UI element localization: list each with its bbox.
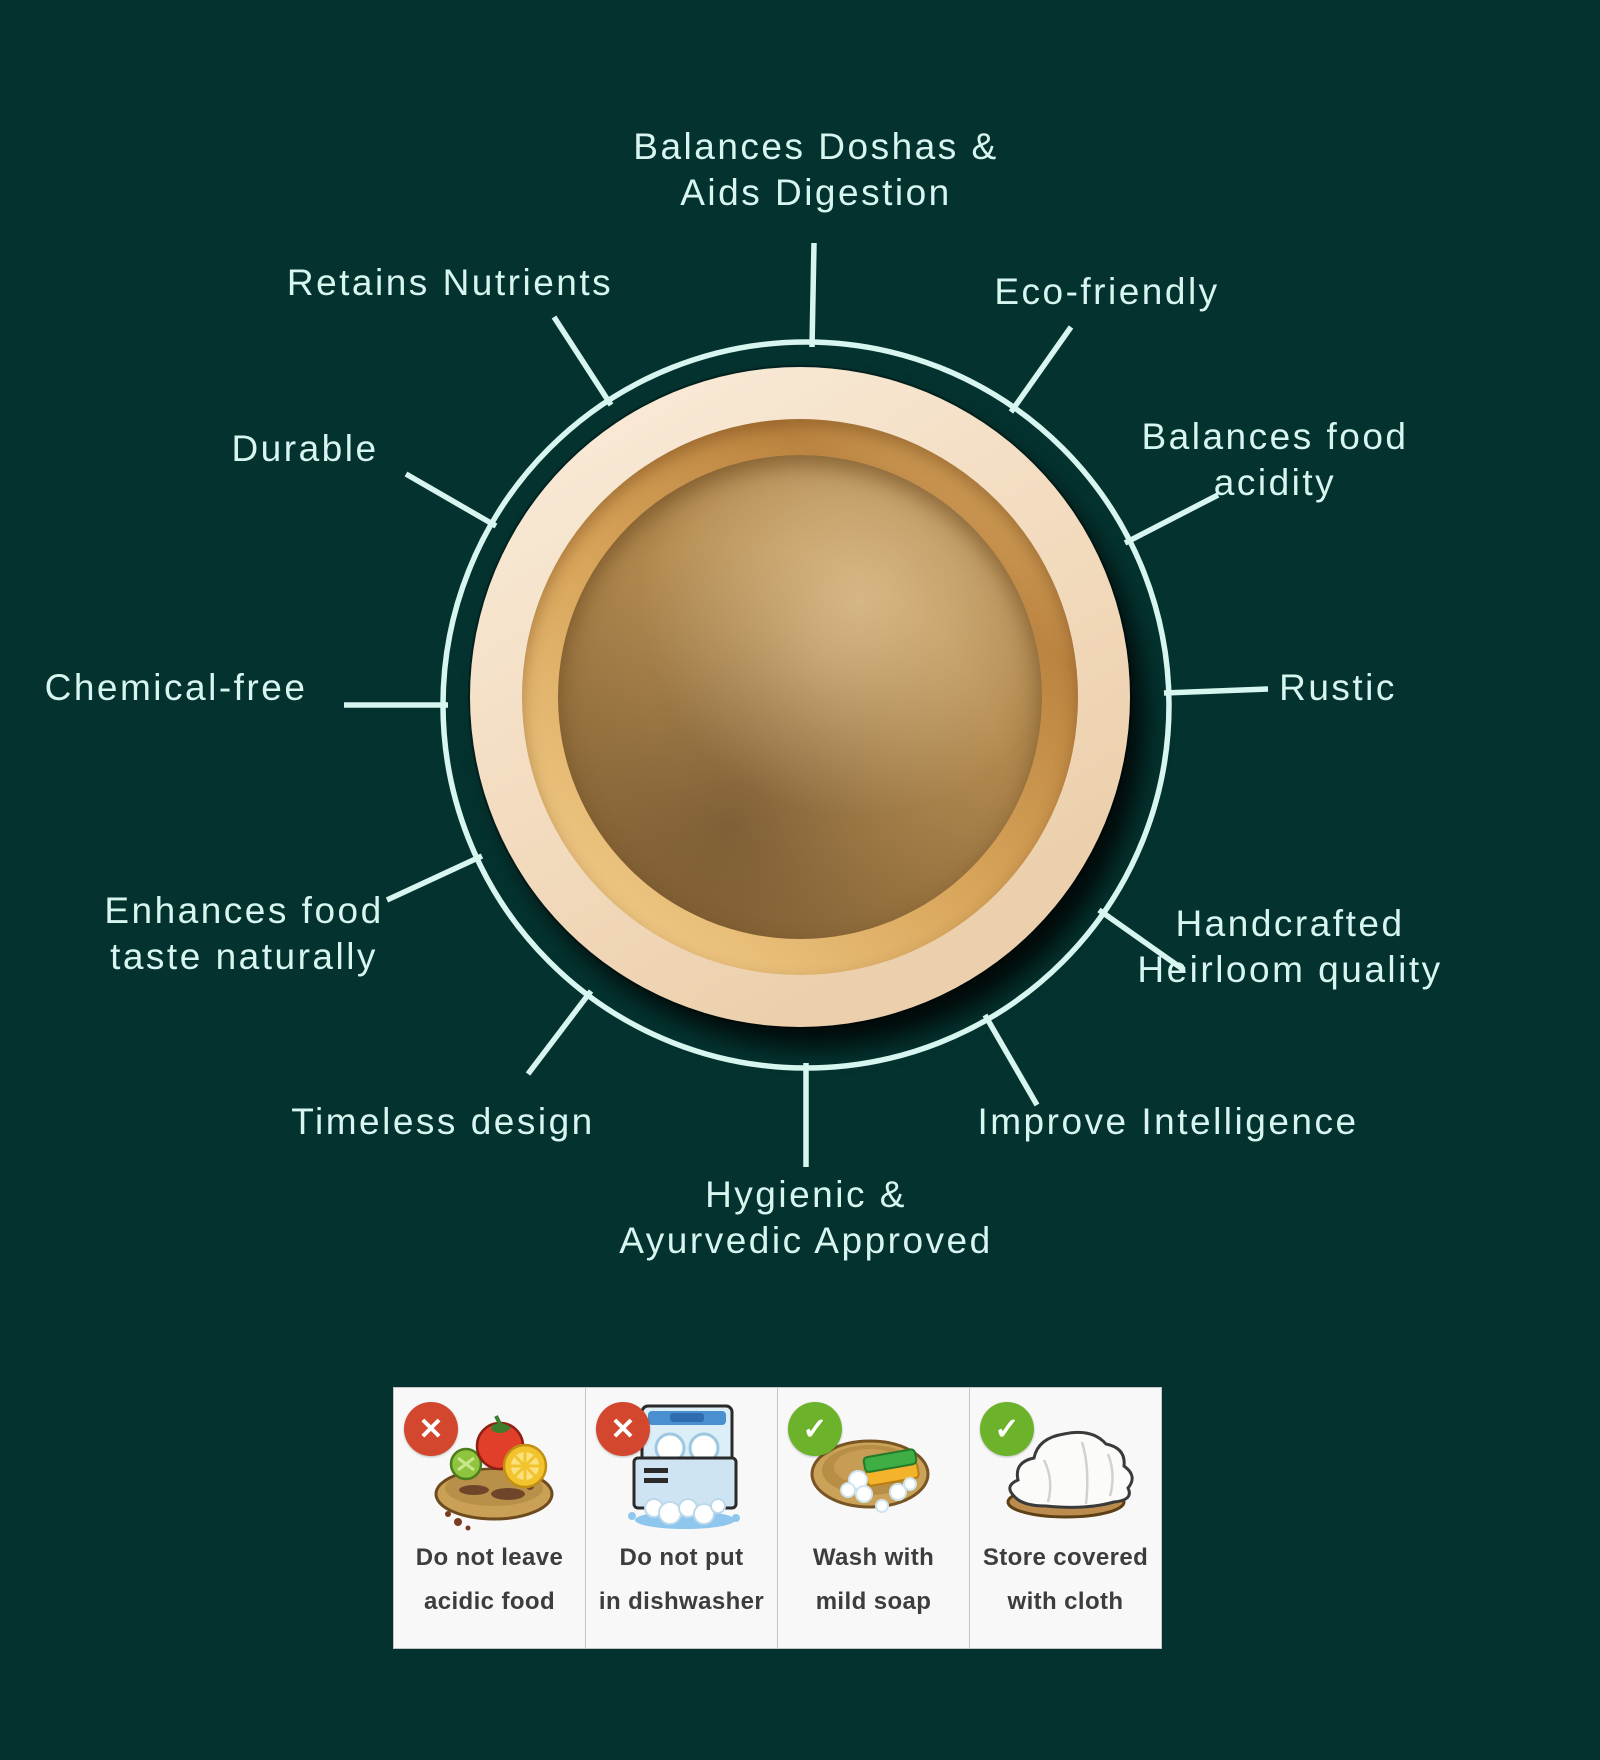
benefit-line: Retains Nutrients <box>286 262 614 303</box>
cross-icon: ✕ <box>404 1402 458 1456</box>
benefit-line: Heirloom quality <box>1137 949 1443 990</box>
benefit-line: Eco-friendly <box>994 271 1220 312</box>
benefit-label-balances-food-acidity: Balances food acidity <box>1141 414 1408 506</box>
tick-retains-nutrients <box>551 315 614 407</box>
benefit-line: Chemical-free <box>44 667 308 708</box>
cross-icon: ✕ <box>596 1402 650 1456</box>
benefit-label-rustic: Rustic <box>1279 665 1397 711</box>
benefit-label-timeless-design: Timeless design <box>291 1099 594 1145</box>
benefit-line: Timeless design <box>291 1101 595 1142</box>
plate-bronze-bowl <box>558 455 1042 939</box>
dishwasher-icon <box>627 1404 740 1529</box>
plate-covered-with-cloth-icon <box>1006 1430 1134 1519</box>
care-card-label: Do not leave acidic food <box>415 1544 564 1615</box>
benefit-line: Ayurvedic Approved <box>619 1220 993 1261</box>
benefit-line: Balances Doshas & <box>633 126 999 167</box>
care-card-no-dishwasher: ✕ Do not put in dis <box>585 1387 778 1649</box>
care-card-label: Store covered with cloth <box>982 1544 1149 1615</box>
care-card-store-covered: ✓ Store covered with cloth <box>969 1387 1162 1649</box>
benefit-label-durable: Durable <box>231 426 378 472</box>
benefit-label-handcrafted: Handcrafted Heirloom quality <box>1137 901 1442 993</box>
benefit-line: Durable <box>231 428 379 469</box>
benefit-line: Balances food <box>1141 416 1409 457</box>
benefit-line: Aids Digestion <box>680 172 952 213</box>
benefit-line: Hygienic & <box>705 1174 907 1215</box>
benefit-label-retains-nutrients: Retains Nutrients <box>287 260 613 306</box>
care-card-wash-mild-soap: ✓ Wash with mild soap <box>777 1387 970 1649</box>
benefit-line: Handcrafted <box>1175 903 1405 944</box>
tick-enhances-taste <box>385 853 484 903</box>
benefit-line: Rustic <box>1279 667 1397 708</box>
care-card-no-acidic-food: ✕ Do not leave acidic food <box>393 1387 586 1649</box>
tick-timeless-design <box>525 989 594 1076</box>
benefit-line: taste naturally <box>110 936 378 977</box>
care-card-label: Wash with mild soap <box>812 1544 935 1615</box>
check-icon: ✓ <box>788 1402 842 1456</box>
check-icon: ✓ <box>980 1402 1034 1456</box>
tick-rustic <box>1163 686 1269 696</box>
care-instructions-row: ✕ Do not leave acidic food <box>393 1387 1165 1649</box>
benefit-label-hygienic-ayurvedic: Hygienic & Ayurvedic Approved <box>619 1172 992 1264</box>
benefit-label-chemical-free: Chemical-free <box>45 665 308 711</box>
plate-with-soap-icon <box>810 1439 929 1513</box>
tick-durable <box>404 471 498 529</box>
benefit-line: Enhances food <box>104 890 384 931</box>
tick-balances-doshas <box>809 242 817 348</box>
benefit-label-enhances-taste: Enhances food taste naturally <box>104 888 383 980</box>
benefit-line: acidity <box>1213 462 1337 503</box>
tick-improve-intelligence <box>982 1013 1040 1107</box>
benefit-label-balances-doshas: Balances Doshas & Aids Digestion <box>633 124 998 216</box>
benefit-label-eco-friendly: Eco-friendly <box>994 269 1219 315</box>
benefit-line: Improve Intelligence <box>977 1101 1359 1142</box>
tick-eco-friendly <box>1008 325 1074 414</box>
kansa-plate-photo <box>470 367 1130 1027</box>
acidic-food-on-plate-icon <box>434 1415 553 1531</box>
care-card-label: Do not put in dishwasher <box>598 1544 765 1615</box>
benefit-label-improve-intelligence: Improve Intelligence <box>977 1099 1358 1145</box>
